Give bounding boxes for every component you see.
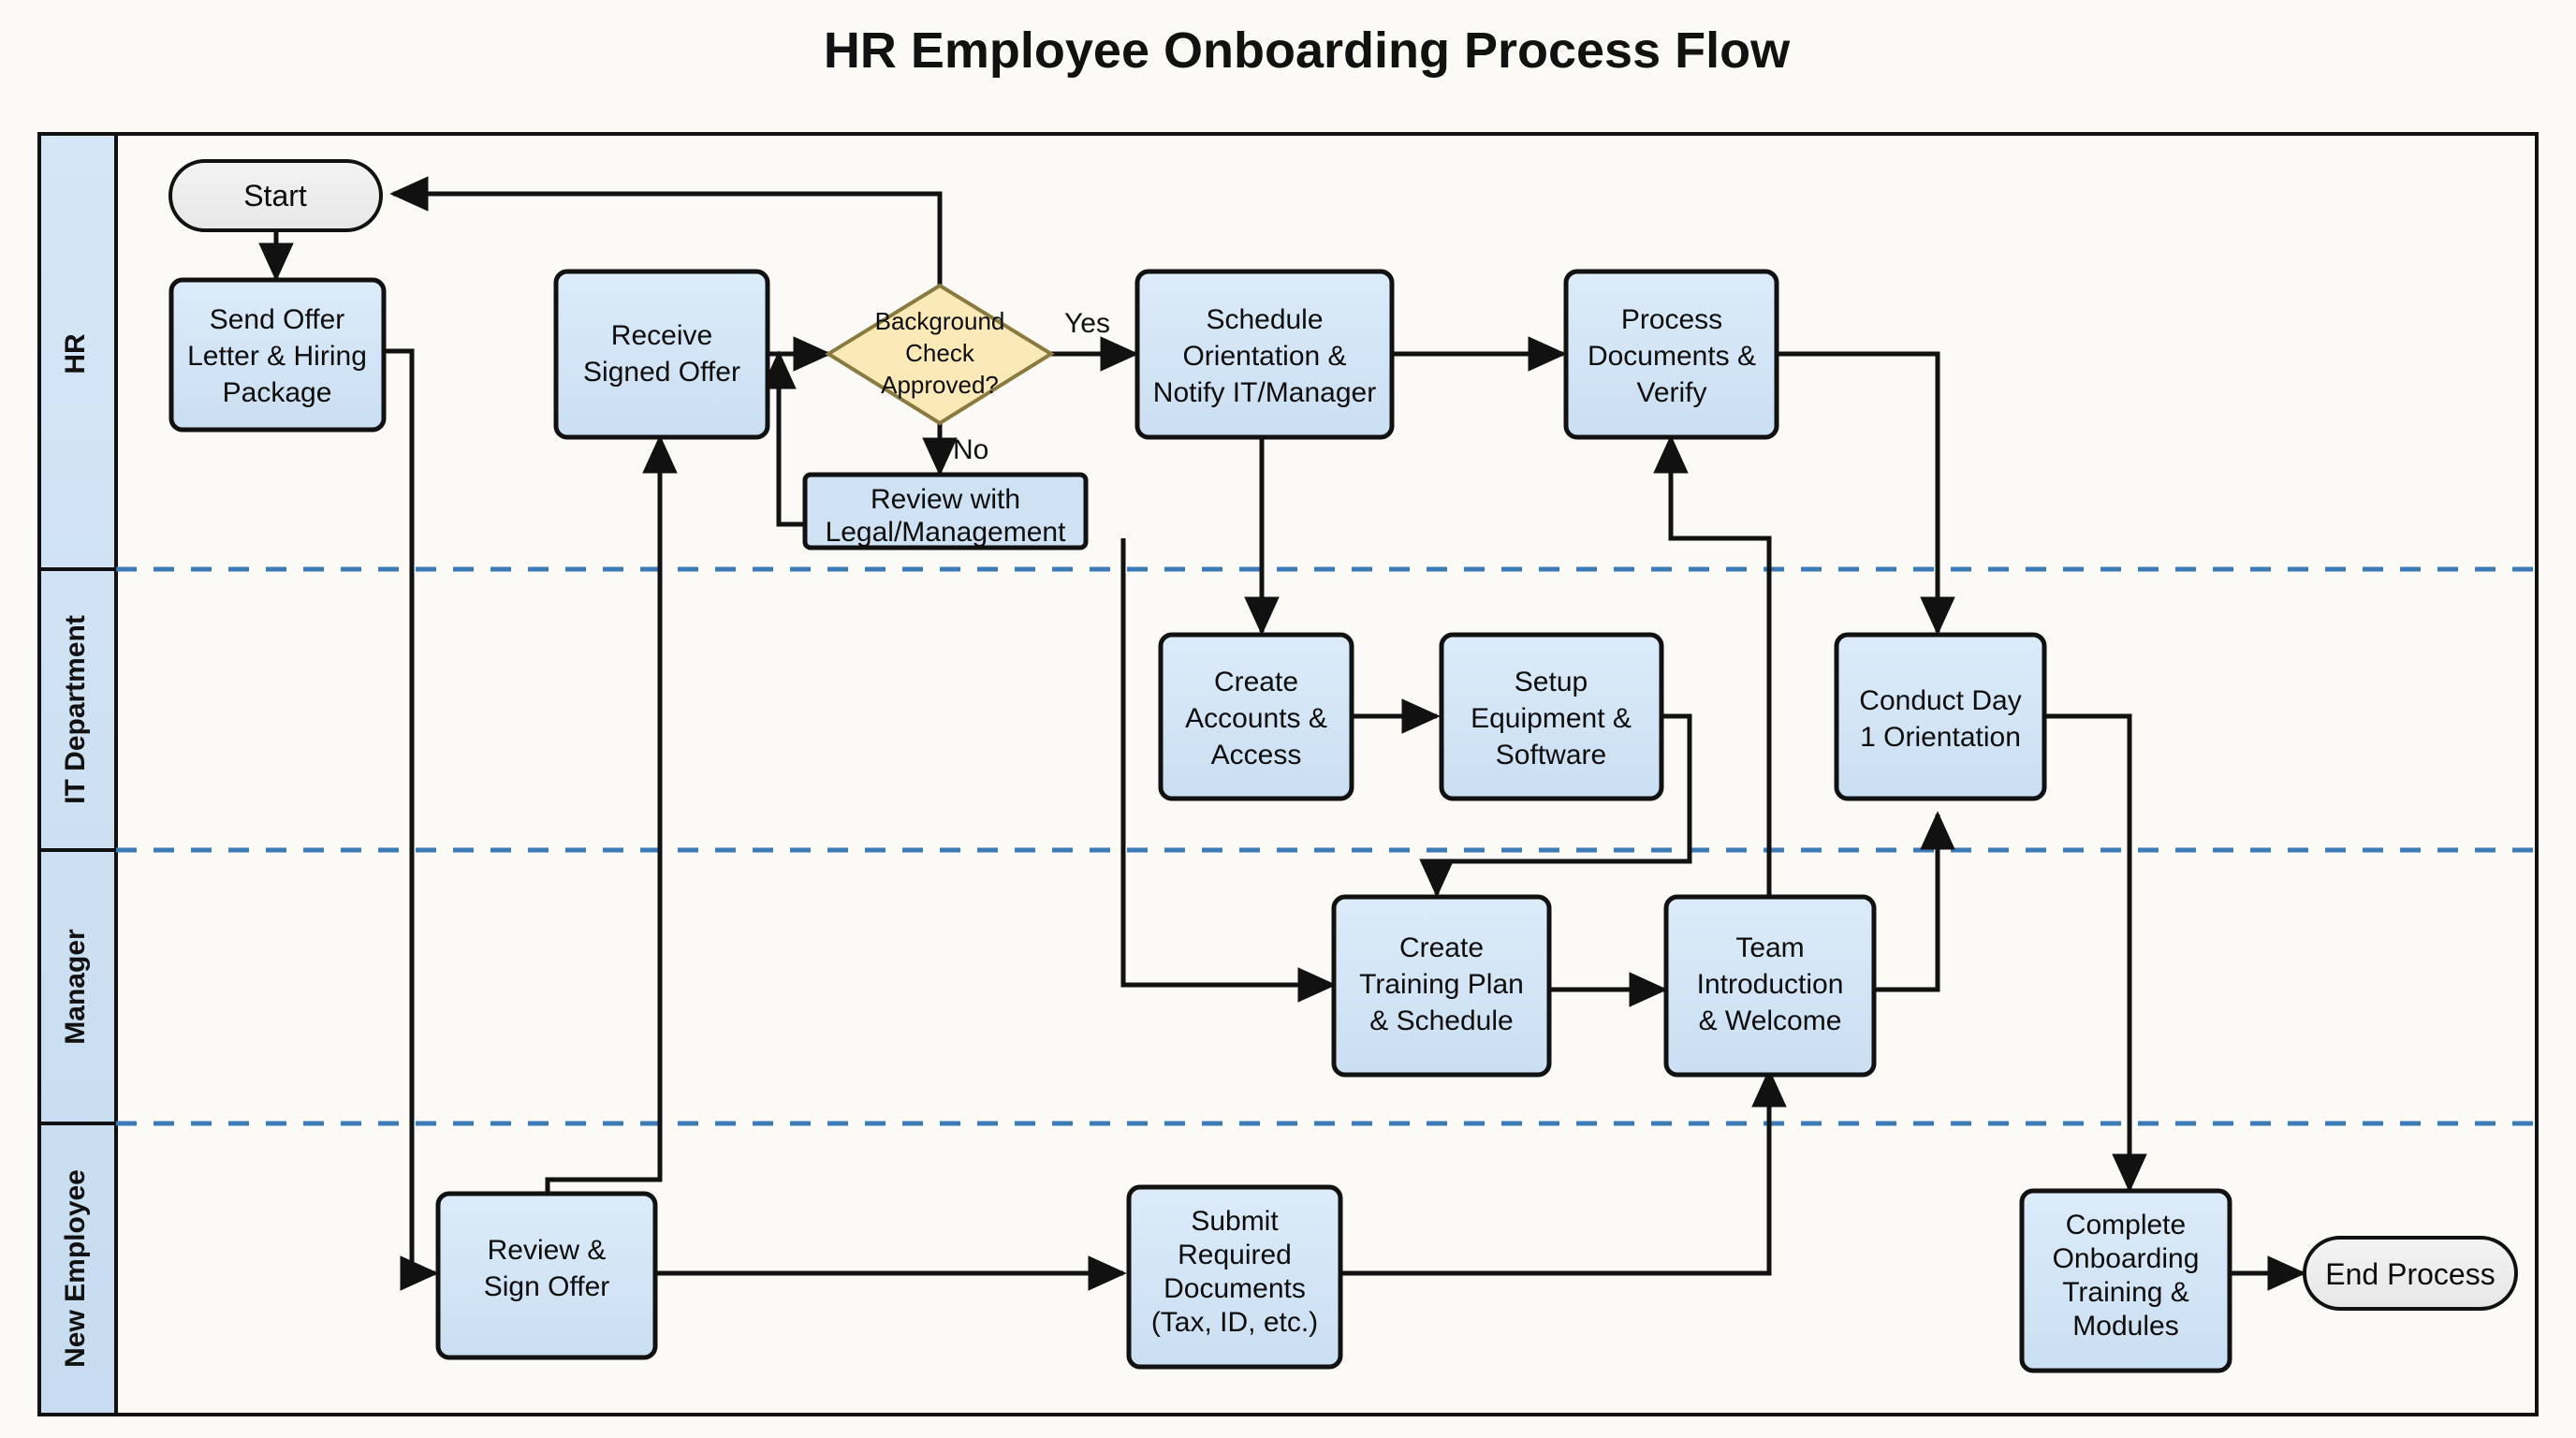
edge-team-intro-to-conduct-day1: [1875, 811, 1955, 992]
node-create-accounts-access[interactable]: Create Accounts & Access: [1158, 632, 1354, 801]
node-schedule-orientation-line-1: Schedule: [1206, 304, 1323, 335]
node-conduct-day-1-orientation[interactable]: Conduct Day 1 Orientation: [1834, 632, 2047, 801]
edge-setup-equipment-to-create-training: [1419, 713, 1692, 898]
node-create-training-line-2: Training Plan: [1359, 969, 1524, 1000]
node-conduct-day1-line-2: 1 Orientation: [1860, 722, 2021, 753]
node-review-with-legal-management[interactable]: Review with Legal/Management: [802, 472, 1089, 550]
node-setup-equipment-software[interactable]: Setup Equipment & Software: [1439, 632, 1664, 801]
page-title: HR Employee Onboarding Process Flow: [824, 22, 1791, 79]
node-send-offer-line-1: Send Offer: [210, 304, 345, 335]
node-team-intro-line-1: Team: [1735, 932, 1804, 963]
node-submit-docs-line-2: Required: [1178, 1240, 1292, 1270]
node-receive-signed-offer-line-2: Signed Offer: [583, 357, 740, 388]
node-review-sign-line-2: Sign Offer: [484, 1271, 610, 1302]
node-background-check-line-2: Check: [905, 339, 975, 367]
node-schedule-orientation-line-3: Notify IT/Manager: [1153, 377, 1376, 408]
node-process-documents-verify[interactable]: Process Documents & Verify: [1563, 269, 1779, 440]
node-review-sign-offer[interactable]: Review & Sign Offer: [435, 1191, 658, 1360]
node-process-docs-line-3: Verify: [1636, 377, 1706, 408]
edge-submit-docs-to-team-intro: [1340, 1068, 1787, 1276]
node-create-training-plan-schedule[interactable]: Create Training Plan & Schedule: [1331, 894, 1552, 1078]
node-process-docs-line-2: Documents &: [1588, 341, 1756, 372]
node-team-intro-line-3: & Welcome: [1699, 1005, 1842, 1036]
node-team-introduction-welcome[interactable]: Team Introduction & Welcome: [1663, 894, 1877, 1078]
node-setup-equipment-line-3: Software: [1496, 740, 1606, 770]
node-start-label: Start: [243, 179, 307, 213]
node-complete-training-line-1: Complete: [2066, 1210, 2186, 1240]
edge-schedule-orientation-to-create-training: [1120, 538, 1337, 1003]
node-end-process-label: End Process: [2325, 1257, 2495, 1291]
edge-team-intro-to-process-docs: [1653, 434, 1772, 913]
node-complete-training-line-3: Training &: [2062, 1277, 2189, 1308]
node-send-offer[interactable]: Send Offer Letter & Hiring Package: [168, 277, 387, 433]
node-send-offer-line-2: Letter & Hiring: [187, 341, 367, 372]
lane-label-new-employee: New Employee: [60, 1169, 91, 1368]
node-receive-signed-offer-line-1: Receive: [611, 320, 712, 351]
node-background-check-line-1: Background: [875, 307, 1005, 335]
node-submit-docs-line-3: Documents: [1164, 1273, 1306, 1304]
node-create-training-line-3: & Schedule: [1369, 1005, 1513, 1036]
edge-label-yes: Yes: [1064, 308, 1110, 339]
node-submit-docs-line-1: Submit: [1191, 1206, 1279, 1237]
edge-conduct-day1-to-complete-training: [2043, 713, 2147, 1193]
node-create-accounts-line-3: Access: [1211, 740, 1302, 770]
edge-bg-check-to-start: [389, 176, 943, 286]
node-conduct-day1-line-1: Conduct Day: [1859, 685, 2021, 716]
lane-label-hr: HR: [60, 333, 91, 374]
node-create-accounts-line-2: Accounts &: [1185, 703, 1327, 734]
lane-label-manager: Manager: [60, 929, 91, 1045]
node-setup-equipment-line-1: Setup: [1515, 667, 1588, 697]
node-complete-training-line-4: Modules: [2072, 1311, 2178, 1342]
node-submit-required-documents[interactable]: Submit Required Documents (Tax, ID, etc.…: [1126, 1184, 1343, 1370]
node-review-sign-line-1: Review &: [488, 1235, 607, 1266]
lane-header-column: [37, 132, 118, 1416]
node-team-intro-line-2: Introduction: [1697, 969, 1844, 1000]
node-background-check-decision[interactable]: Background Check Approved?: [825, 283, 1055, 426]
node-receive-signed-offer[interactable]: Receive Signed Offer: [553, 269, 770, 440]
node-complete-onboarding-training-modules[interactable]: Complete Onboarding Training & Modules: [2019, 1188, 2232, 1373]
node-submit-docs-line-4: (Tax, ID, etc.): [1151, 1307, 1318, 1338]
lane-label-it-department: IT Department: [60, 615, 91, 804]
edge-review-legal-to-receive-signed: [761, 350, 805, 527]
node-end-process[interactable]: End Process: [2303, 1236, 2518, 1311]
node-start[interactable]: Start: [168, 159, 383, 232]
edge-send-offer-to-review-sign: [384, 348, 439, 1291]
node-schedule-orientation-line-2: Orientation &: [1182, 341, 1346, 372]
edge-label-no: No: [953, 434, 988, 465]
node-process-docs-line-1: Process: [1621, 304, 1722, 335]
node-create-training-line-1: Create: [1399, 932, 1484, 963]
node-schedule-orientation[interactable]: Schedule Orientation & Notify IT/Manager: [1134, 269, 1395, 440]
node-setup-equipment-line-2: Equipment &: [1471, 703, 1632, 734]
edge-process-docs-to-conduct-day1: [1778, 351, 1955, 636]
edge-review-sign-to-receive-signed: [545, 434, 678, 1192]
node-complete-training-line-2: Onboarding: [2053, 1243, 2200, 1274]
node-create-accounts-line-1: Create: [1214, 667, 1298, 697]
node-background-check-line-3: Approved?: [881, 371, 999, 399]
node-send-offer-line-3: Package: [223, 377, 332, 408]
node-review-legal-line-1: Review with: [871, 484, 1020, 515]
node-review-legal-line-2: Legal/Management: [826, 517, 1067, 548]
